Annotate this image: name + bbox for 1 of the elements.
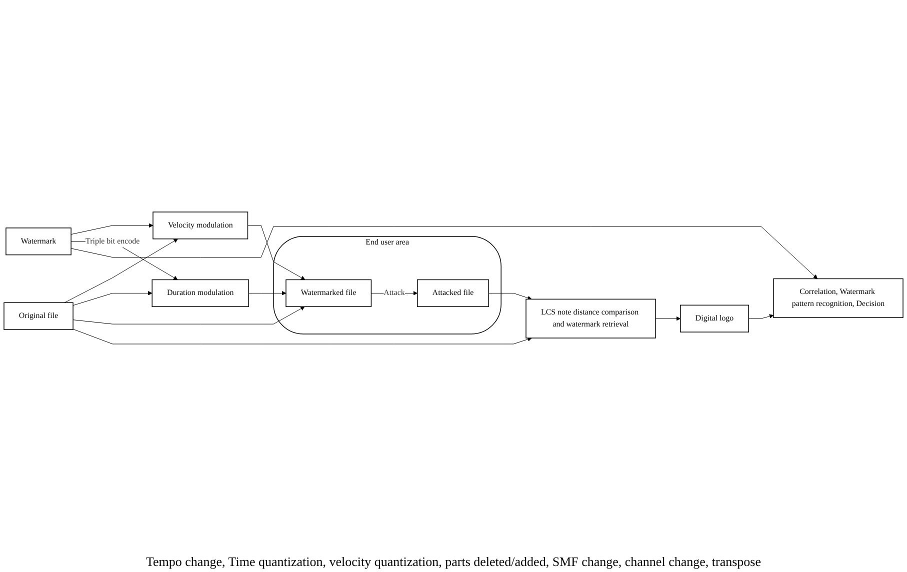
note-text: Tempo change, Time quantization, velocity quantization, parts deleted/added, SMF change, channel change, transpose: [146, 554, 761, 570]
